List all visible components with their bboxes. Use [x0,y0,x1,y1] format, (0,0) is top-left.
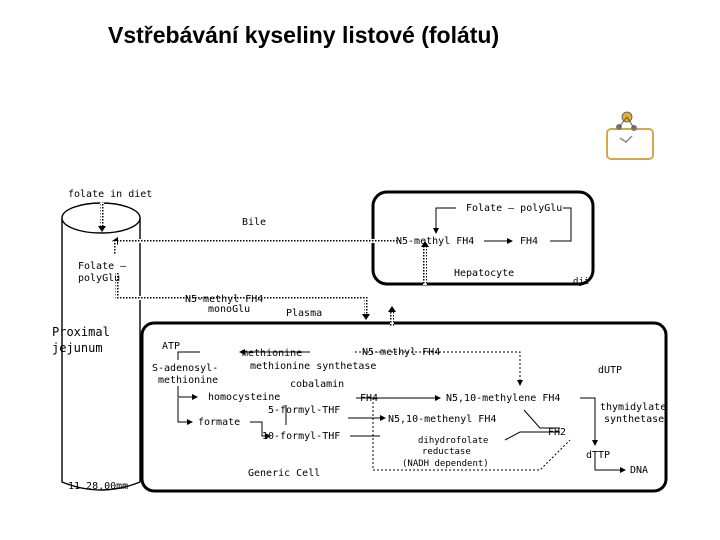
scale-label: 11.28.00mm [68,481,128,492]
fh2-label: FH2 [548,427,566,438]
plasma-label: Plasma [286,308,322,319]
folate-polyglu-left-line2: polyGlu [78,273,120,284]
folate-in-diet-label: folate in diet [68,189,152,200]
hepatocyte-box [371,190,595,286]
generic-cell-label: Generic Cell [248,468,320,479]
5-formyl-thf-label: 5-formyl-THF [268,405,340,416]
formate-label: formate [198,417,240,428]
bile-label: Bile [242,217,266,228]
folate-polyglu-left-line1: Folate – [78,261,127,272]
cell-n5-methyl-label: N5-methyl FH4 [362,347,440,358]
generic-cell-box [140,321,668,493]
proximal-label-line2: jejunum [52,341,103,355]
methenyl-fh4-label: N5,10-methenyl FH4 [388,414,496,425]
n5-monoglu-line1: N5-methyl FH4 [185,294,263,305]
thymidylate-line1: thymidylate [600,402,666,413]
methionine-synthetase-label: methionine synthetase [250,361,376,372]
molecule-clipart-icon [606,111,654,160]
dhfr-line1: dihydrofolate [418,436,488,446]
proximal-label-line1: Proximal [52,325,110,339]
homocysteine-label: homocysteine [208,392,280,403]
thymidylate-line2: synthetase [604,414,664,425]
pathway-arrows [177,207,626,473]
dhfr-line2: reductase [422,447,471,457]
methionine-label: methionine [242,348,302,359]
atp-label: ATP [162,341,180,352]
hepatocyte-n5-methyl: N5-methyl FH4 [396,236,474,247]
dttp-label: dTTP [586,450,610,461]
sam-line1: S-adenosyl- [152,363,218,374]
hepatocyte-corner-text: dji [573,277,589,287]
hepatocyte-folate-polyglu: Folate – polyGlu [466,203,562,214]
cobalamin-label: cobalamin [290,379,344,390]
dna-label: DNA [630,465,648,476]
n5-monoglu-line2: monoGlu [208,304,250,315]
cell-fh4-label: FH4 [360,393,378,404]
methylene-fh4-label: N5,10-methylene FH4 [446,393,560,404]
slide-title: Vstřebávání kyseliny listové (folátu) [108,22,500,48]
10-formyl-thf-label: 10-formyl-THF [262,431,340,442]
sam-line2: methionine [158,375,218,386]
dutp-label: dUTP [598,365,622,376]
hepatocyte-label: Hepatocyte [454,268,514,279]
dhfr-line3: (NADH dependent) [402,459,489,469]
dotted-transport-arrows [98,202,429,326]
jejunum-cylinder [61,202,141,491]
hepatocyte-fh4: FH4 [520,236,538,247]
